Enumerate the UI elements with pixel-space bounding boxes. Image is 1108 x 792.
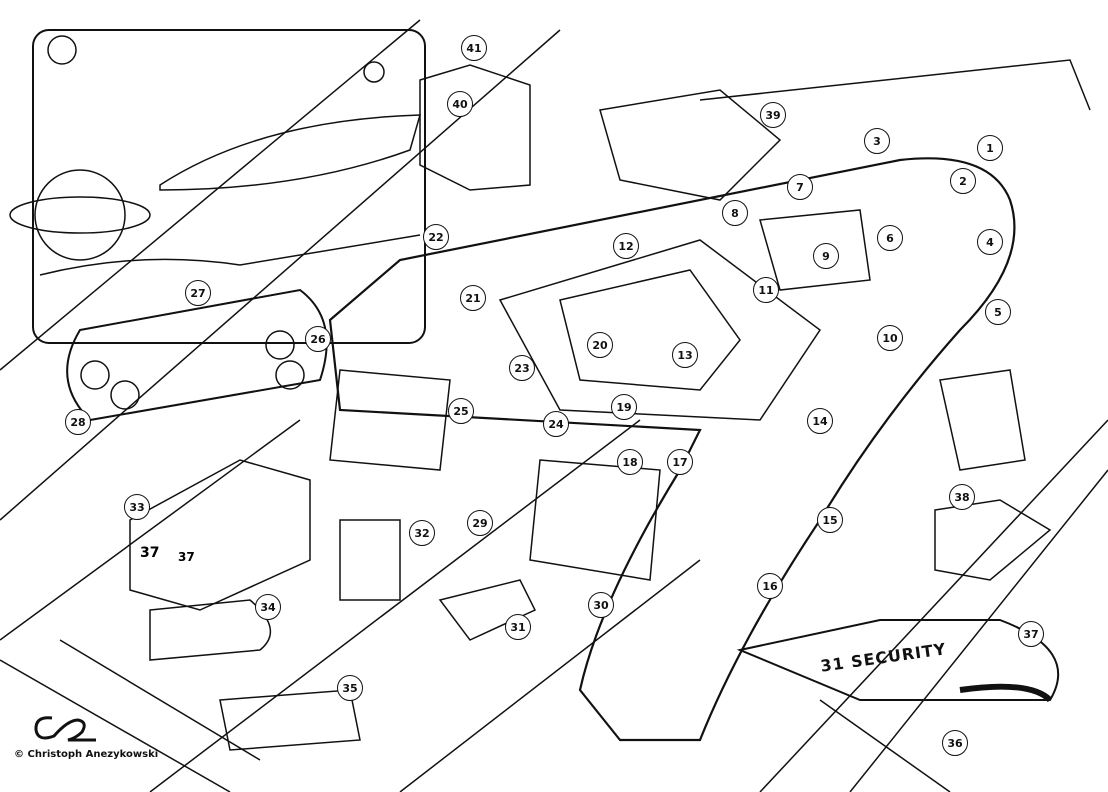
callout-30: 30 [588, 592, 614, 618]
callout-1: 1 [977, 135, 1003, 161]
callout-6: 6 [877, 225, 903, 251]
callout-14: 14 [807, 408, 833, 434]
callout-41: 41 [461, 35, 487, 61]
callout-10: 10 [877, 325, 903, 351]
security-number: 31 [819, 653, 846, 676]
callout-37: 37 [1018, 621, 1044, 647]
callout-8: 8 [722, 200, 748, 226]
container [129, 459, 311, 611]
callout-13: 13 [672, 342, 698, 368]
container-marking-2: 37 [178, 550, 195, 564]
callout-23: 23 [509, 355, 535, 381]
inset-space-scene [32, 29, 426, 344]
artist-logo [30, 710, 100, 749]
callout-17: 17 [667, 449, 693, 475]
container-marking: 37 [140, 545, 160, 561]
callout-16: 16 [757, 573, 783, 599]
callout-31: 31 [505, 614, 531, 640]
callout-35: 35 [337, 675, 363, 701]
callout-28: 28 [65, 409, 91, 435]
callout-39: 39 [760, 102, 786, 128]
callout-34: 34 [255, 594, 281, 620]
callout-22: 22 [423, 224, 449, 250]
callout-18: 18 [617, 449, 643, 475]
callout-26: 26 [305, 326, 331, 352]
ship-hull [328, 157, 1016, 742]
callout-29: 29 [467, 510, 493, 536]
callout-4: 4 [977, 229, 1003, 255]
callout-40: 40 [447, 91, 473, 117]
engine-pod [66, 288, 328, 422]
callout-19: 19 [611, 394, 637, 420]
callout-20: 20 [587, 332, 613, 358]
callout-38: 38 [949, 484, 975, 510]
callout-33: 33 [124, 494, 150, 520]
callout-5: 5 [985, 299, 1011, 325]
callout-9: 9 [813, 243, 839, 269]
callout-2: 2 [950, 168, 976, 194]
callout-11: 11 [753, 277, 779, 303]
callout-3: 3 [864, 128, 890, 154]
signature: © Christoph Anezykowski [14, 749, 159, 760]
callout-32: 32 [409, 520, 435, 546]
callout-25: 25 [448, 398, 474, 424]
callout-12: 12 [613, 233, 639, 259]
callout-7: 7 [787, 174, 813, 200]
callout-27: 27 [185, 280, 211, 306]
callout-21: 21 [460, 285, 486, 311]
callout-24: 24 [543, 411, 569, 437]
callout-15: 15 [817, 507, 843, 533]
callout-36: 36 [942, 730, 968, 756]
